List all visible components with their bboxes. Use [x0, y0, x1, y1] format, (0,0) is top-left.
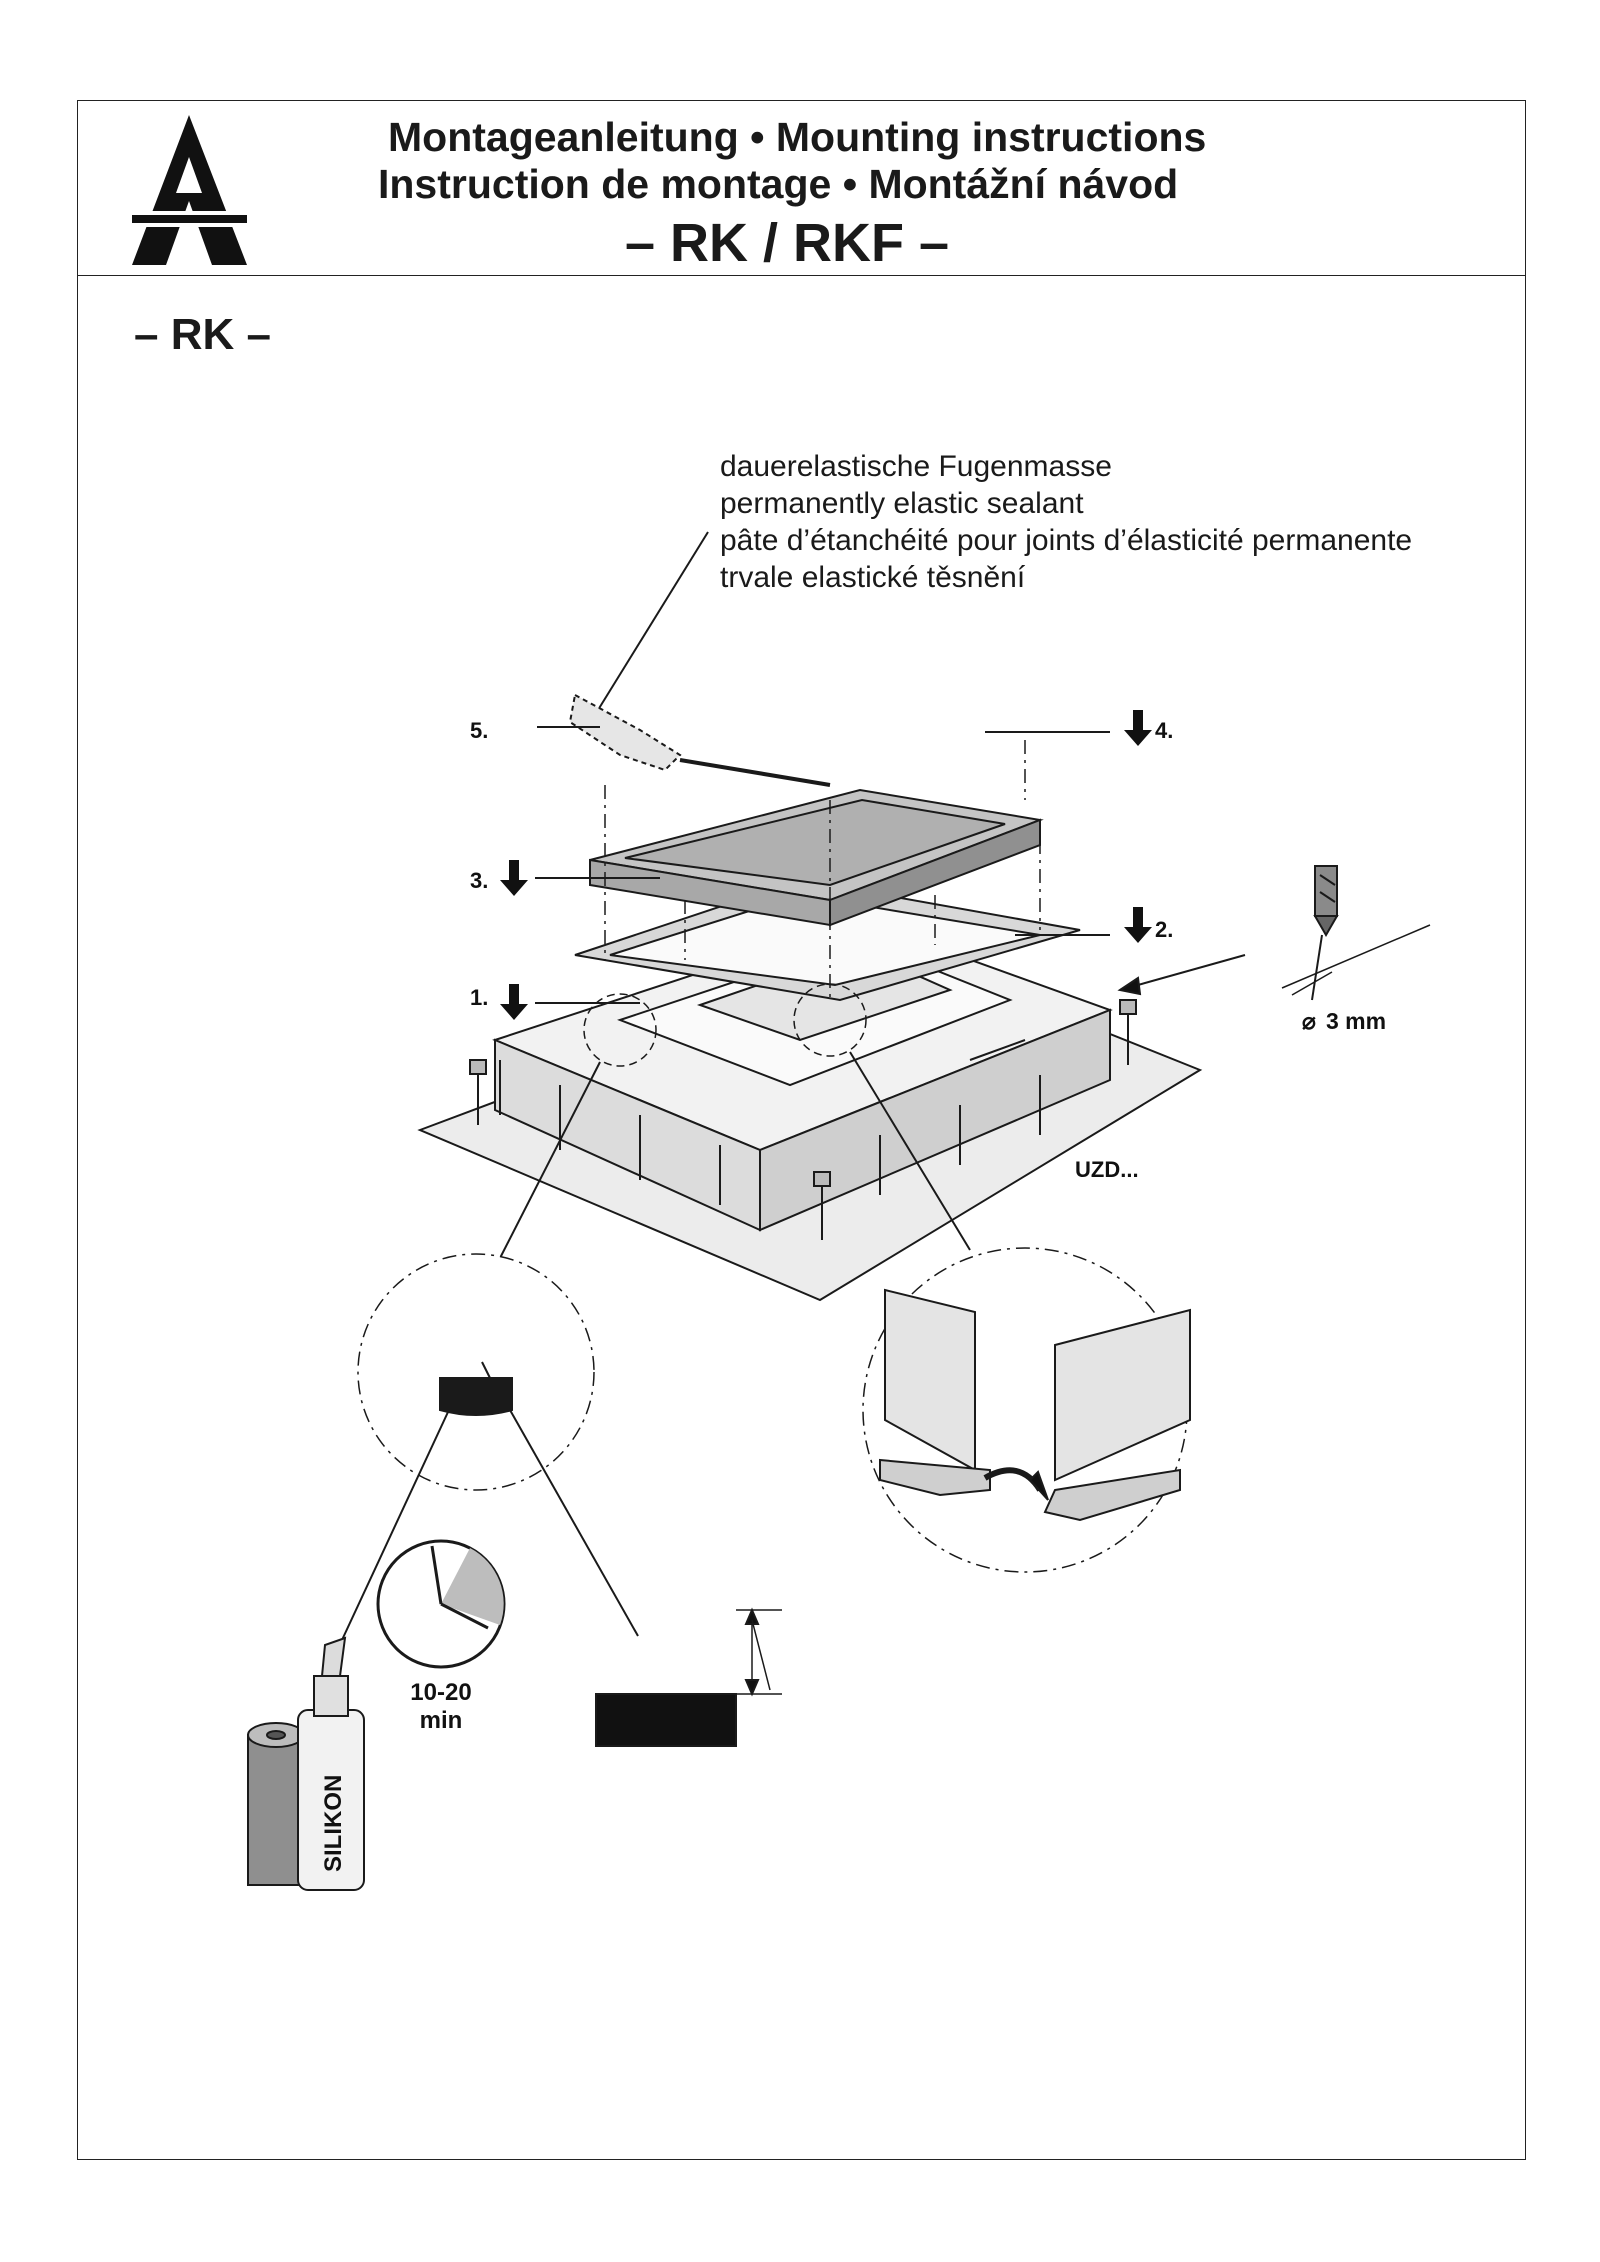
header-divider — [77, 275, 1526, 276]
cure-time-value: 10-20 — [410, 1679, 471, 1706]
title-line-1: Montageanleitung • Mounting instructions — [388, 114, 1207, 160]
sealant-label-cz: trvale elastické těsnění — [720, 561, 1026, 594]
step2-arrow-icon — [1124, 907, 1152, 943]
sealant-label-fr: pâte d’étanchéité pour joints d’élastici… — [720, 524, 1413, 557]
product-label: UZD... — [1075, 1157, 1139, 1182]
page-frame — [77, 100, 1526, 2160]
title-line-2: Instruction de montage • Montážní návod — [378, 161, 1179, 207]
section-label: – RK – — [134, 310, 271, 359]
drill-diameter-symbol: ⌀ — [1302, 1008, 1316, 1034]
step1-arrow-icon — [500, 984, 528, 1020]
step3-arrow-icon — [500, 860, 528, 896]
step2-label: 2. — [1155, 917, 1173, 942]
sealant-label-block: dauerelastische Fugenmasse permanently e… — [720, 448, 1412, 596]
floor-box-right-side — [759, 1008, 1111, 1232]
clock-icon — [376, 1539, 506, 1669]
company-logo-icon — [132, 115, 247, 265]
step5-label: 5. — [470, 718, 488, 743]
title-model: – RK / RKF – — [625, 213, 950, 273]
step4-arrow-icon — [1124, 710, 1152, 746]
drill-diameter-label: 3 mm — [1326, 1008, 1386, 1034]
detail-circle-gasket — [357, 1253, 595, 1491]
leveling-screws — [469, 999, 1137, 1240]
sealant-label-en: permanently elastic sealant — [720, 487, 1084, 520]
step1-label: 1. — [470, 985, 488, 1010]
drill-bit-icon — [1313, 865, 1339, 937]
silicone-bottle-icon — [247, 1636, 365, 1891]
bottle-label: SILIKON — [320, 1775, 347, 1872]
sealant-label-de: dauerelastische Fugenmasse — [720, 450, 1112, 483]
cure-time-unit: min — [420, 1707, 463, 1734]
step3-label: 3. — [470, 868, 488, 893]
step4-label: 4. — [1155, 718, 1173, 743]
sealant-tube-icon — [568, 693, 831, 787]
gasket-section — [595, 1693, 737, 1747]
